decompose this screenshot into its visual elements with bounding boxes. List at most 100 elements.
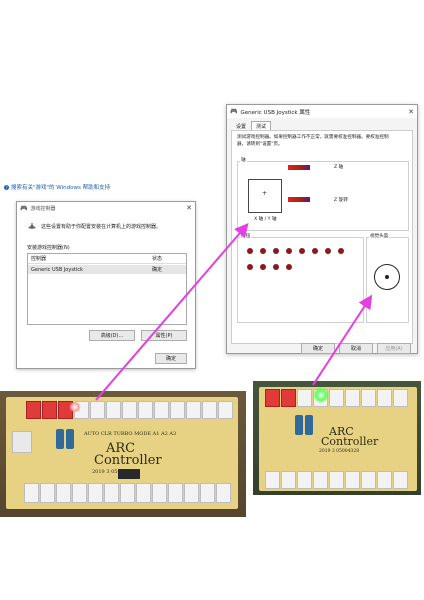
wire-connector [329,471,344,489]
wire-connector [136,483,151,503]
wire-connector [297,471,312,489]
test-description: 测试游戏控制器。如果控制器工作不正常，就需要校准控制器。要校准控制器，请转到"设… [237,135,389,147]
button-indicator [260,248,266,254]
wire-connector [345,389,360,407]
ok-button[interactable]: 确定 [155,353,187,364]
gamepad-icon: 🎮 [20,204,28,212]
wire-connector [186,401,201,419]
list-item[interactable]: Generic USB Joystick 确定 [28,265,186,274]
cancel-button[interactable]: 取消 [339,343,373,354]
pov-group: 视觉头盔 [366,233,409,323]
pov-label: 视觉头盔 [369,233,390,239]
xy-axis-label: X 轴 / Y 轴 [254,217,277,222]
joystick-icon [28,223,36,229]
wire-connector [361,389,376,407]
button-indicator [338,248,344,254]
controller-board-photo-left: AUTO CLR TURBO MODE A1 A2 A3 ARC Control… [0,391,246,517]
wire-connector [184,483,199,503]
z-axis-label: Z 轴 [334,165,344,170]
apply-button[interactable]: 应用(A) [377,343,411,354]
button-indicator [299,248,305,254]
list-header: 控制器 状态 [28,254,186,264]
column-status[interactable]: 状态 [152,256,163,262]
wire-connector [265,389,280,407]
wire-connector [281,471,296,489]
advanced-button[interactable]: 高级(D)... [89,330,135,341]
wire-connector [90,401,105,419]
wire-connector [152,483,167,503]
brand-arc: ARC [329,425,354,438]
z-rotation-label: Z 旋转 [334,198,348,203]
brand-controller: Controller [321,435,379,448]
wire-connector [377,389,392,407]
wire-connector [200,483,215,503]
capacitor [295,415,303,435]
date-code: 2019 3 05004328 [319,449,360,454]
usb-connector [12,431,32,453]
tab-test[interactable]: 测试 [251,121,272,132]
button-indicator [325,248,331,254]
brand-controller: Controller [94,453,162,468]
capacitor [56,429,64,449]
controller-status: 确定 [152,267,163,273]
wire-connector [56,483,71,503]
tab-strip: 设置 测试 [231,121,272,132]
column-controller[interactable]: 控制器 [31,256,47,262]
wire-connector [170,401,185,419]
button-indicator [247,264,253,270]
dialog-title: 游戏控制器 [30,205,56,212]
arrow-red-led-to-dialog [95,222,249,401]
help-link-text: 搜索有关"游戏"的 Windows 帮助和支持 [11,185,111,191]
test-panel: 测试游戏控制器。如果控制器工作不正常，就需要校准控制器。要校准控制器，请转到"设… [231,130,413,344]
wire-connector [26,401,41,419]
wire-connector [88,483,103,503]
game-controllers-dialog: 🎮 游戏控制器 ✕ 这些设置有助于你配置安装在计算机上的游戏控制器。 安装游戏控… [16,201,196,369]
button-indicator [273,264,279,270]
properties-button[interactable]: 属性(P) [141,330,187,341]
capacitor [305,415,313,435]
wire-connector [168,483,183,503]
ok-button[interactable]: 确定 [301,343,335,354]
axes-label: 轴 [240,157,247,163]
dialog-title: Generic USB Joystick 属性 [240,109,311,116]
date-code: 2019 3 05004328 [92,469,137,475]
joystick-properties-dialog: 🎮 Generic USB Joystick 属性 ✕ 设置 测试 测试游戏控制… [226,104,418,354]
pov-hat-display [374,264,400,290]
gamepad-icon: 🎮 [230,108,238,115]
wire-connector [377,471,392,489]
tab-settings[interactable]: 设置 [236,124,247,130]
wire-connector [216,483,231,503]
silkscreen-labels: AUTO CLR TURBO MODE A1 A2 A3 [84,431,177,437]
wire-connector [104,483,119,503]
wire-connector [24,483,39,503]
wire-connector [265,471,280,489]
status-led [69,402,81,412]
controllers-list[interactable]: 控制器 状态 Generic USB Joystick 确定 [27,253,187,325]
z-axis-bar [288,165,310,170]
button-indicator [286,248,292,254]
close-icon[interactable]: ✕ [186,204,192,212]
button-indicator [286,264,292,270]
status-led [313,387,329,403]
wire-connector [42,401,57,419]
dialog-description: 这些设置有助于你配置安装在计算机上的游戏控制器。 [27,223,161,230]
button-indicator [312,248,318,254]
wire-connector [120,483,135,503]
capacitor [66,429,74,449]
wire-connector [72,483,87,503]
wire-connector [138,401,153,419]
wire-connector [297,389,312,407]
crystal [118,469,140,479]
wire-connector [393,389,408,407]
help-search-link[interactable]: ? 搜索有关"游戏"的 Windows 帮助和支持 [4,183,110,191]
dialog-titlebar: 🎮 Generic USB Joystick 属性 ✕ [227,105,417,118]
help-icon: ? [4,184,9,190]
controller-name: Generic USB Joystick [31,266,83,273]
button-indicator [247,248,253,254]
wire-connector [122,401,137,419]
wire-connector [361,471,376,489]
controller-board-photo-right: ARC Controller 2019 3 05004328 [253,381,421,495]
wire-connector [345,471,360,489]
brand-arc: ARC [106,441,136,456]
close-icon[interactable]: ✕ [408,107,414,116]
